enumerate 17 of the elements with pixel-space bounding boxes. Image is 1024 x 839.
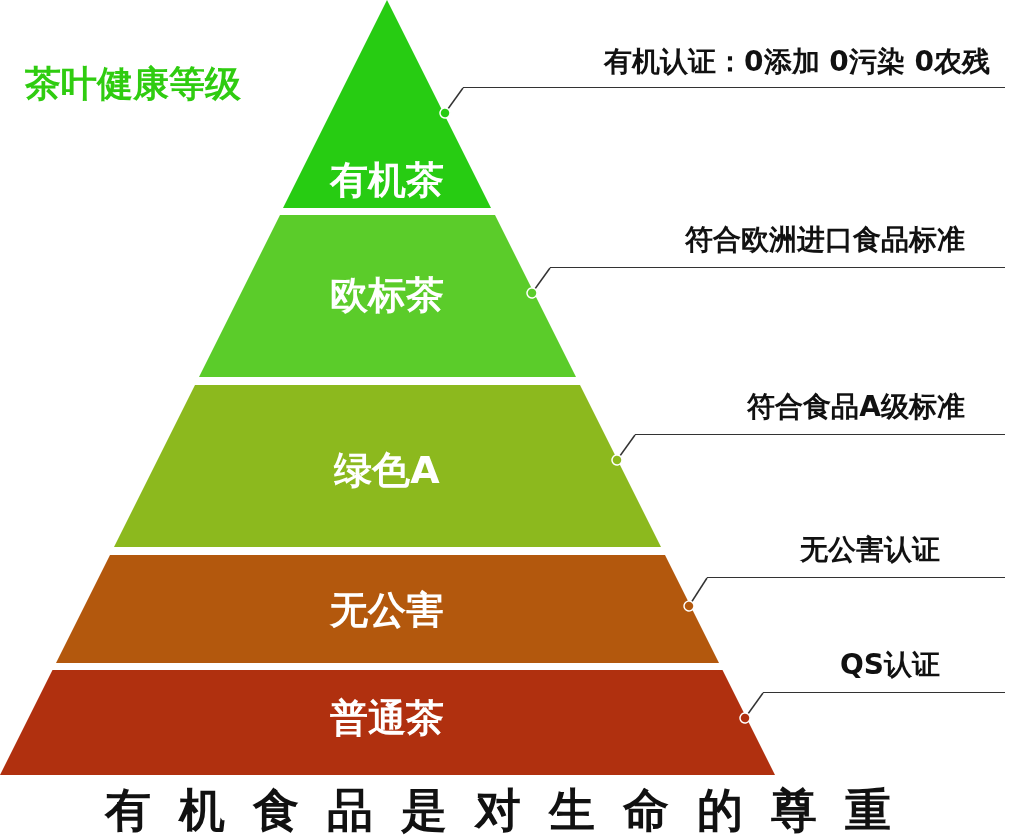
caption: 有机食品是对生命的尊重 (103, 782, 920, 839)
callout-text: 符合欧洲进口食品标准 (550, 223, 1005, 268)
callout-text: 符合食品A级标准 (635, 390, 1005, 435)
leader-line (611, 434, 636, 466)
pyramid-tier: 普通茶 (0, 670, 775, 775)
callout-text: 无公害认证 (707, 533, 1005, 578)
callout-text: 有机认证：0添加 0污染 0农残 (463, 45, 1005, 88)
leader-line (439, 87, 464, 119)
leader-line (683, 577, 708, 612)
leader-line (526, 267, 551, 299)
pyramid-tier: 有机茶 (283, 0, 491, 208)
callout-text: QS认证 (763, 648, 1005, 693)
title: 茶叶健康等级 (25, 62, 241, 106)
pyramid-tier: 无公害 (55, 555, 719, 663)
pyramid-tier: 绿色A (113, 385, 661, 547)
leader-line (739, 692, 764, 724)
pyramid-tier: 欧标茶 (198, 215, 576, 377)
